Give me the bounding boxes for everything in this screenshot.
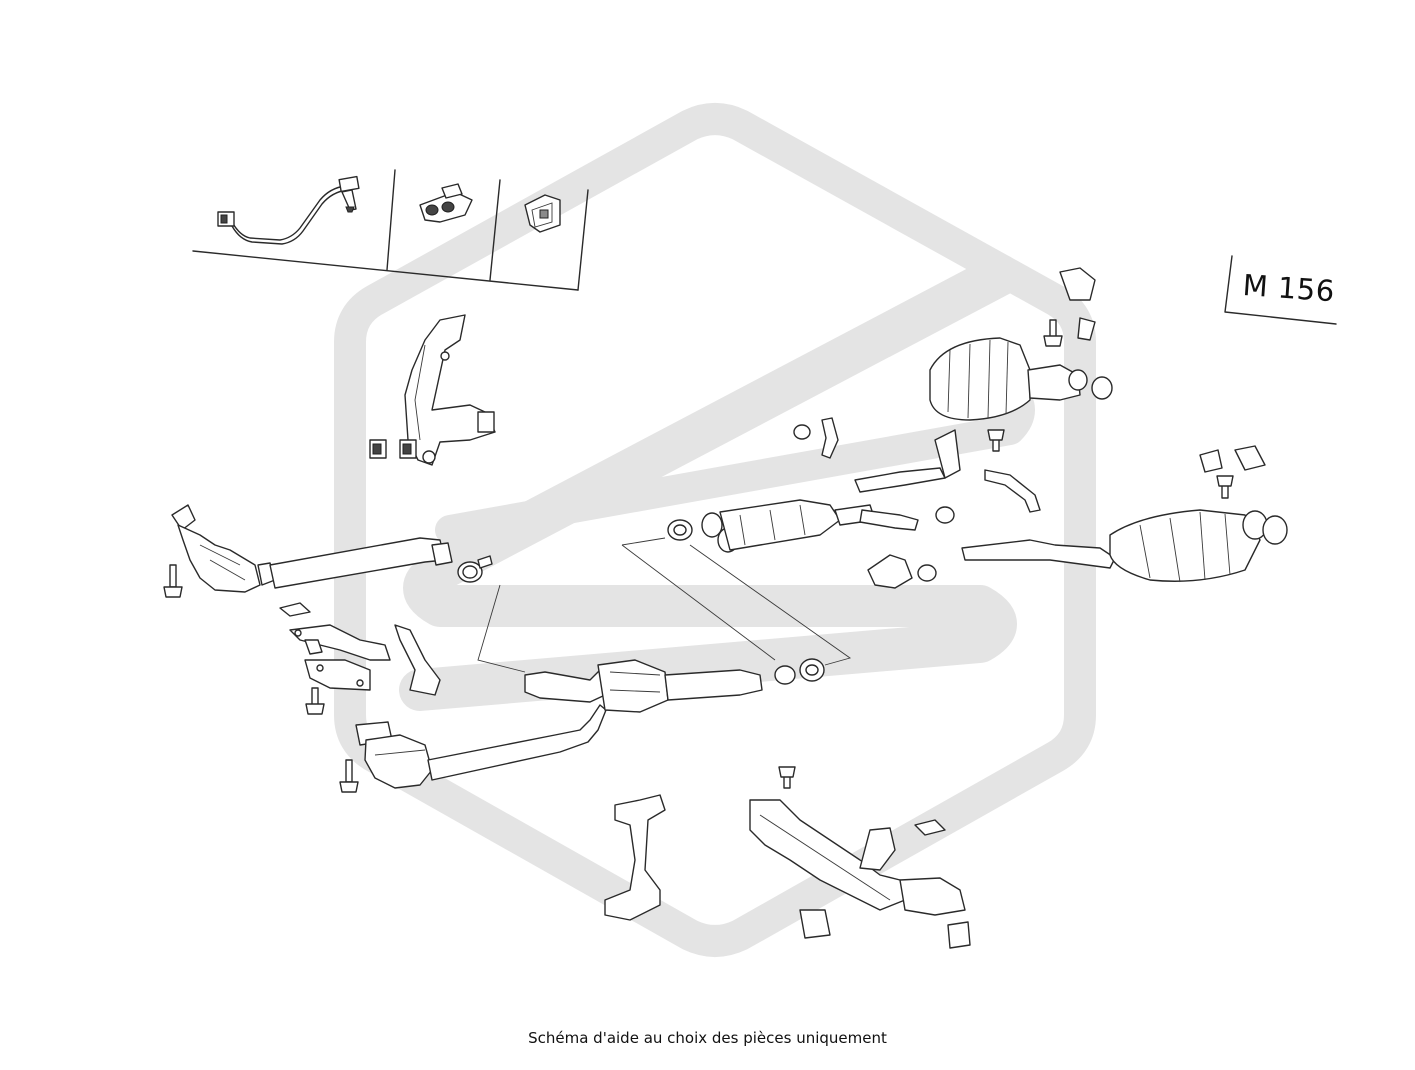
lambda-sensor-icon (217, 175, 360, 245)
diagram-caption: Schéma d'aide au choix des pièces unique… (528, 1029, 887, 1047)
transmission-crossmember-bracket-icon (604, 794, 666, 921)
transmission-mount-bracket-icon (369, 314, 496, 466)
exhaust-clamp-icon (457, 555, 493, 583)
mounting-bolt-icon (1216, 475, 1234, 499)
rubber-hanger-icon (867, 554, 937, 589)
rubber-hanger-icon (984, 469, 1041, 513)
rear-silencer-right-icon (961, 445, 1288, 583)
sensor-clip-icon (419, 183, 473, 223)
heat-shield-bracket-icon (279, 602, 441, 696)
mounting-bolt-icon (305, 687, 325, 715)
engine-code-label: M 156 (1241, 268, 1336, 309)
sensor-parts-panel (192, 169, 589, 291)
mounting-bolt-icon (778, 766, 796, 789)
rear-silencer-left-icon (929, 267, 1113, 421)
mounting-bolt-icon (987, 429, 1005, 452)
front-catalytic-converter-right-icon (171, 504, 453, 593)
mounting-bolt-icon (1043, 319, 1063, 347)
sensor-bracket-icon (524, 194, 561, 233)
intermediate-pipe-icon (524, 658, 825, 713)
mounting-bolt-icon (339, 759, 359, 793)
mounting-bolt-icon (163, 564, 183, 598)
leader-lines (477, 537, 852, 673)
rear-crossmember-icon (749, 799, 971, 949)
front-catalytic-converter-left-icon (355, 704, 607, 789)
rubber-hanger-icon (793, 417, 839, 459)
engine-code-frame (1224, 255, 1337, 325)
center-silencer-icon (667, 429, 961, 553)
